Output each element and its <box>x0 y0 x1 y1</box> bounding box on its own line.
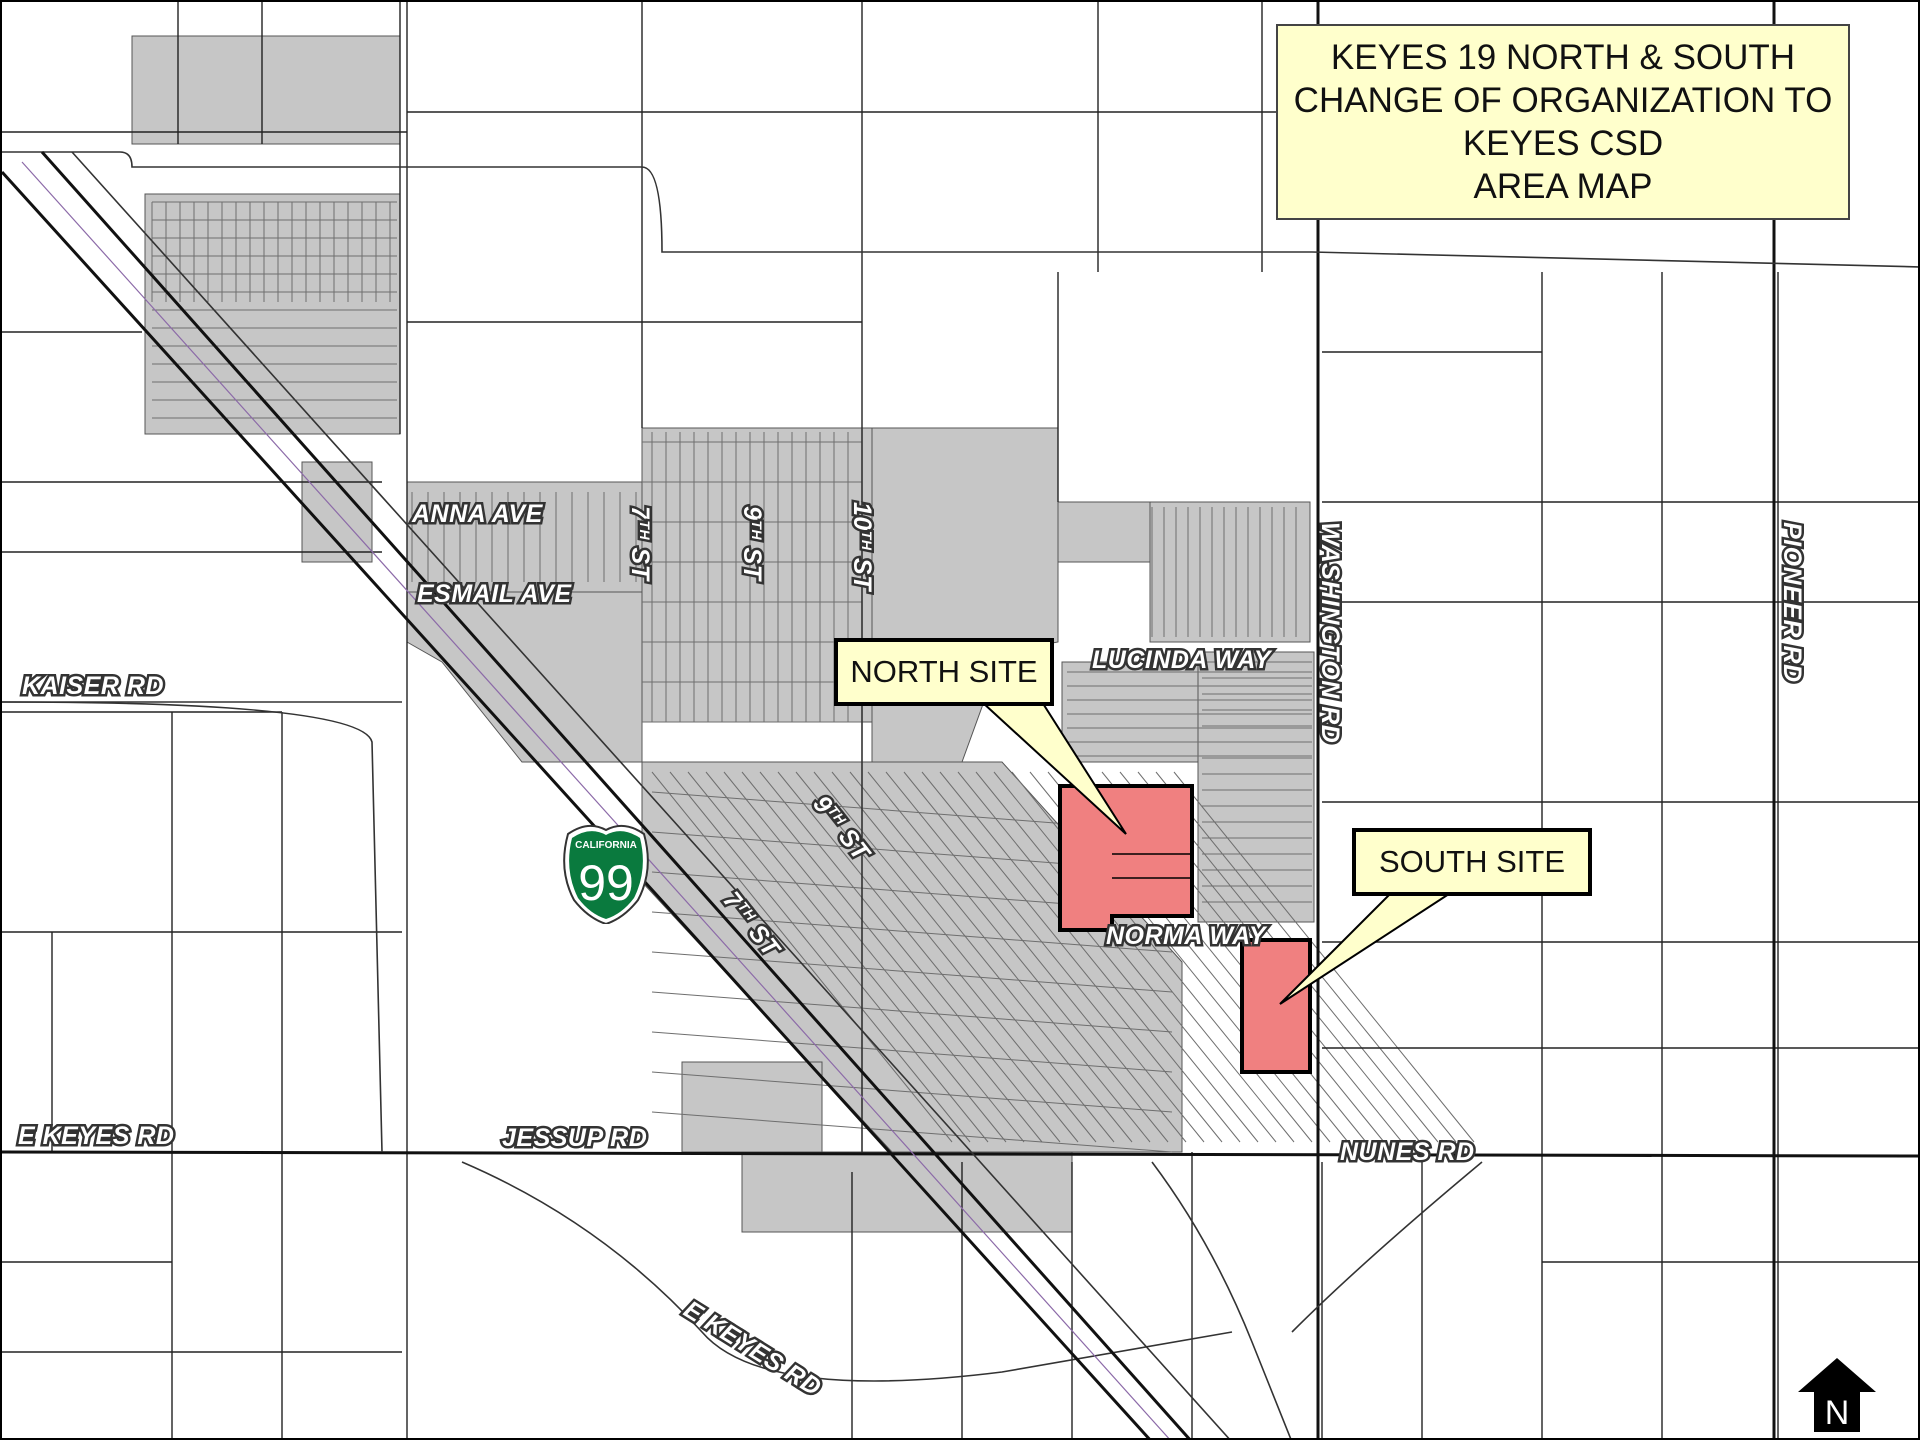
e-keyes-south-road <box>461 1161 1233 1382</box>
lot-line <box>651 951 1173 993</box>
pioneer-rd-label: PIONEER RD <box>1778 522 1806 683</box>
shield-state-text: CALIFORNIA <box>575 840 637 851</box>
jessup-rd-label: JESSUP RD <box>502 1124 647 1152</box>
kaiser-rd-label: KAISER RD <box>22 672 164 700</box>
lot-line <box>651 1071 1173 1113</box>
lot-line <box>687 771 989 1143</box>
lot-line <box>903 771 1205 1143</box>
south-site-callout[interactable]: SOUTH SITE <box>1352 828 1592 896</box>
lot-line <box>813 771 1115 1143</box>
lot-line <box>651 991 1173 1033</box>
gray-area-esmail <box>406 591 643 763</box>
railroad <box>71 151 1230 1438</box>
highway-median <box>21 161 1170 1438</box>
lot-line <box>651 1111 1173 1153</box>
lot-line <box>651 911 1173 953</box>
gray-area-lucinda <box>1149 501 1311 643</box>
nunes-rd-label: NUNES RD <box>1340 1138 1475 1166</box>
south-site-parcel[interactable] <box>1240 938 1312 1074</box>
seventh-st-label: 7TH ST <box>626 506 654 583</box>
lot-line <box>651 1031 1173 1073</box>
lucinda-way-label: LUCINDA WAY <box>1092 646 1273 674</box>
lot-line <box>723 771 1025 1143</box>
lot-line <box>1173 771 1475 1143</box>
title-line-3: KEYES CSD <box>1462 124 1664 163</box>
lot-line <box>939 771 1241 1143</box>
highway-99-west <box>2 170 1151 1438</box>
developed-areas <box>131 35 1315 1233</box>
title-line-4: AREA MAP <box>1473 167 1653 206</box>
title-line-2: CHANGE OF ORGANIZATION TO <box>1293 81 1833 120</box>
map-title-box: KEYES 19 NORTH & SOUTH CHANGE OF ORGANIZ… <box>1276 24 1850 220</box>
gray-area-nw <box>131 35 401 145</box>
lot-line <box>867 771 1169 1143</box>
lot-lines <box>151 201 1475 1153</box>
lot-line <box>921 771 1223 1143</box>
highway-99-east <box>40 151 1191 1438</box>
shield-number-text: 99 <box>578 855 634 911</box>
nunes-se-curve <box>1291 1161 1483 1333</box>
lot-line <box>795 771 1097 1143</box>
lot-line <box>777 771 1079 1143</box>
kaiser-curve <box>2 701 383 1153</box>
north-arrow-icon: N <box>1798 1358 1876 1432</box>
lot-line <box>669 771 971 1143</box>
lot-line <box>705 771 1007 1143</box>
lot-line <box>975 771 1277 1143</box>
highway-shield-icon: CALIFORNIA 99 <box>563 824 649 924</box>
e-keyes-rd-south-label: E KEYES RD <box>679 1295 827 1402</box>
lot-line <box>759 771 1061 1143</box>
tenth-st-label: 10TH ST <box>848 502 876 593</box>
washington-rd-label: WASHINGTON RD <box>1316 522 1344 743</box>
title-line-1: KEYES 19 NORTH & SOUTH <box>1330 38 1796 77</box>
ninth-st-label: 9TH ST <box>738 506 766 583</box>
lot-line <box>741 771 1043 1143</box>
lot-line <box>849 771 1151 1143</box>
lot-line <box>993 771 1295 1143</box>
lot-line <box>957 771 1259 1143</box>
gray-area-south <box>741 1151 1073 1233</box>
norma-way-label: NORMA WAY <box>1106 922 1268 950</box>
north-site-callout[interactable]: NORTH SITE <box>834 638 1054 706</box>
north-site-parcel[interactable] <box>1058 784 1194 932</box>
sites <box>1058 784 1312 1074</box>
north-curved-road <box>2 151 1918 268</box>
lot-line <box>651 771 953 1143</box>
lot-line <box>831 771 1133 1143</box>
gray-area-washington <box>1197 651 1315 923</box>
e-keyes-rd-west-label: E KEYES RD <box>18 1122 174 1150</box>
anna-ave-label: ANNA AVE <box>411 500 544 528</box>
gray-area-east <box>1057 501 1151 563</box>
lot-line <box>885 771 1187 1143</box>
nunes-sw-curve <box>1151 1161 1292 1438</box>
north-arrow-letter: N <box>1825 1394 1850 1432</box>
keyes-nunes-road <box>2 1150 1918 1158</box>
esmail-ave-label: ESMAIL AVE <box>417 580 572 608</box>
